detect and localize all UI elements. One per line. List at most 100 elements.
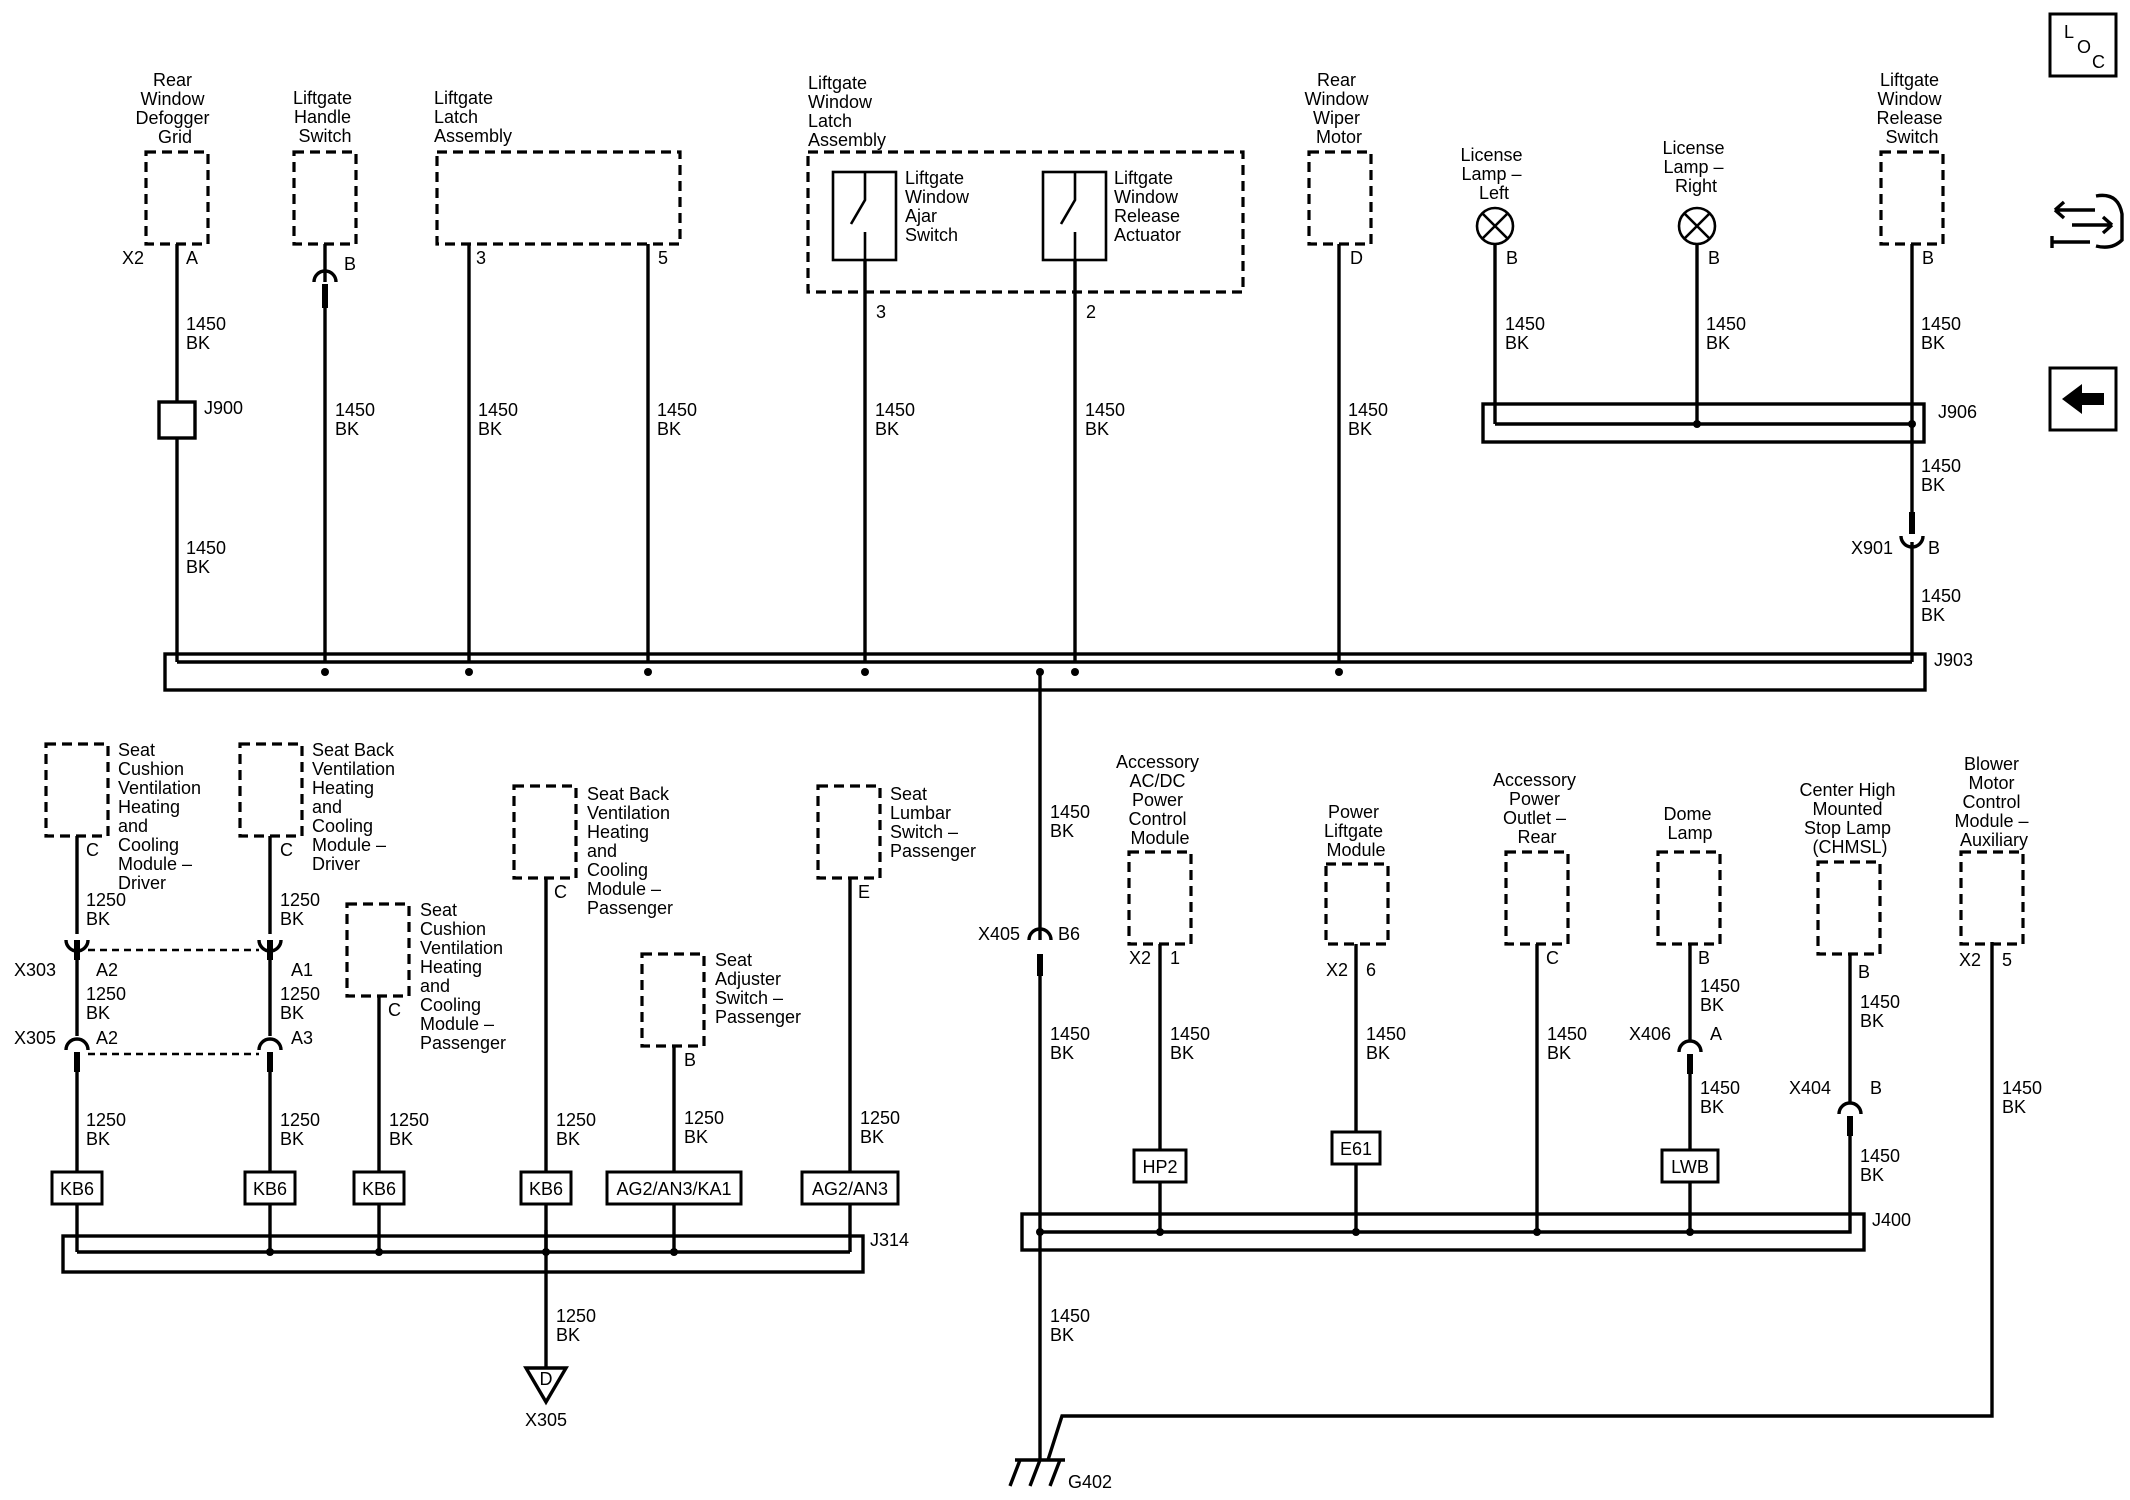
liftgate-window-release-switch: Liftgate Window Release Switch B [1876, 70, 1945, 268]
svg-text:Seat Cushion Venti: Seat Cushion Ventilation Heating and Coo… [420, 900, 508, 1053]
svg-text:B: B [1870, 1078, 1882, 1098]
svg-text:A: A [1710, 1024, 1722, 1044]
svg-text:Accessory Power Ou: Accessory Power Outlet – Rear [1493, 770, 1581, 847]
svg-text:5: 5 [2002, 950, 2012, 970]
top-wires [157, 244, 1925, 662]
svg-text:3: 3 [476, 248, 486, 268]
svg-text:C: C [280, 840, 293, 860]
splice-j903: J903 [163, 650, 1973, 692]
center-high-mounted-stop-lamp: Center High Mounted Stop Lamp (CHMSL) B [1799, 780, 1900, 982]
svg-text:Seat Back Ventilation: Seat Back Ventilation Heating and Coolin… [587, 784, 675, 918]
loc-letter-o: O [2077, 37, 2091, 57]
ajar-switch-label: Liftgate Window Ajar Switch [905, 168, 974, 245]
rear-window-wiper-motor: Rear Window Wiper Motor D [1304, 70, 1373, 268]
svg-text:C: C [388, 1000, 401, 1020]
svg-text:5: 5 [658, 248, 668, 268]
svg-text:J903: J903 [1934, 650, 1973, 670]
loc-icon[interactable]: L O C [2048, 12, 2118, 78]
svg-text:B: B [1922, 248, 1934, 268]
x901-pin: B [1928, 538, 1940, 558]
connector-wrench-icon[interactable] [2050, 193, 2124, 249]
power-liftgate-module: Power Liftgate Module X2 6 [1324, 802, 1390, 980]
svg-text:C: C [86, 840, 99, 860]
svg-text:C: C [554, 882, 567, 902]
loc-letter-c: C [2092, 52, 2105, 72]
svg-text:X303: X303 [14, 960, 56, 980]
svg-text:B: B [1698, 948, 1710, 968]
svg-text:B: B [684, 1050, 696, 1070]
svg-text:A3: A3 [291, 1028, 313, 1048]
svg-text:A2: A2 [96, 960, 118, 980]
svg-text:Liftgate Window La: Liftgate Window Latch Assembly [808, 73, 886, 150]
svg-text:1: 1 [1170, 948, 1180, 968]
ground-x305-d: D X305 [523, 1366, 569, 1430]
liftgate-window-latch-assembly: Liftgate Window Latch Assembly Liftgate … [806, 73, 1245, 322]
svg-text:Center High Mounted: Center High Mounted Stop Lamp (CHMSL) [1799, 780, 1900, 857]
svg-text:3: 3 [876, 302, 886, 322]
svg-text:X2: X2 [1129, 948, 1151, 968]
svg-text:Seat Cushion Venti: Seat Cushion Ventilation Heating and Coo… [118, 740, 206, 893]
svg-text:B: B [1858, 962, 1870, 982]
svg-text:Liftgate Handle Sw: Liftgate Handle Switch [293, 88, 357, 146]
liftgate-latch-assembly: Liftgate Latch Assembly 3 5 [434, 88, 682, 268]
seat-lumbar-switch-passenger: Seat Lumbar Switch – Passenger E [816, 784, 976, 902]
svg-text:2: 2 [1086, 302, 1096, 322]
seat-back-ventilation-driver: Seat Back Ventilation Heating and Coolin… [238, 740, 400, 874]
seat-cushion-ventilation-driver: Seat Cushion Ventilation Heating and Coo… [44, 740, 206, 893]
svg-text:Liftgate Latch Ass: Liftgate Latch Assembly [434, 88, 512, 146]
svg-text:AG2/AN3/KA1: AG2/AN3/KA1 [616, 1179, 731, 1199]
svg-text:KB6: KB6 [60, 1179, 94, 1199]
seat-connector-labels: X303 A2 A1 X305 A2 A3 [14, 960, 313, 1048]
svg-text:Dome Lamp: Dome Lamp [1663, 804, 1716, 843]
svg-text:LWB: LWB [1671, 1157, 1709, 1177]
svg-text:Power Liftgate Mod: Power Liftgate Module [1324, 802, 1388, 860]
x901-label: X901 [1851, 538, 1893, 558]
body-connector-labels: X406 A X404 B [1629, 1024, 1882, 1098]
svg-text:HP2: HP2 [1142, 1157, 1177, 1177]
splice-j314: J314 [61, 1230, 909, 1274]
svg-text:6: 6 [1366, 960, 1376, 980]
svg-text:License Lamp – Lef: License Lamp – Left [1460, 145, 1527, 203]
svg-text:Rear Window Wiper: Rear Window Wiper Motor [1304, 70, 1373, 147]
accessory-acdc-power-control-module: Accessory AC/DC Power Control Module X2 … [1116, 752, 1199, 968]
svg-text:Seat Back Ventilation: Seat Back Ventilation Heating and Coolin… [312, 740, 400, 874]
svg-text:Seat Lumbar Switch: Seat Lumbar Switch – Passenger [890, 784, 976, 861]
seat-cushion-ventilation-passenger: Seat Cushion Ventilation Heating and Coo… [345, 900, 508, 1053]
back-arrow-icon[interactable] [2048, 366, 2118, 432]
svg-text:AG2/AN3: AG2/AN3 [812, 1179, 888, 1199]
svg-text:X2: X2 [1326, 960, 1348, 980]
license-lamp-right: License Lamp – Right B [1662, 138, 1724, 268]
seat-wires [64, 836, 852, 1368]
svg-text:X305: X305 [14, 1028, 56, 1048]
svg-text:J314: J314 [870, 1230, 909, 1250]
svg-text:J906: J906 [1938, 402, 1977, 422]
svg-text:B: B [1708, 248, 1720, 268]
svg-text:A: A [186, 248, 198, 268]
splice-j906: J906 [1481, 402, 1977, 444]
svg-text:KB6: KB6 [529, 1179, 563, 1199]
